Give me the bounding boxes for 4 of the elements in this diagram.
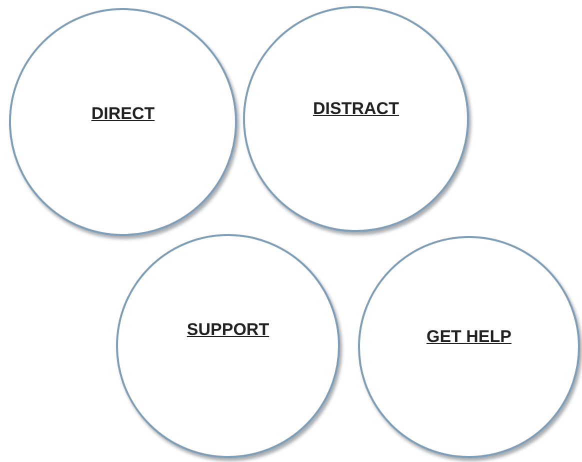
node-label: DIRECT bbox=[91, 104, 155, 124]
node-label: GET HELP bbox=[426, 327, 512, 347]
node-label: SUPPORT bbox=[186, 320, 270, 340]
node-label: DISTRACT bbox=[313, 99, 399, 119]
